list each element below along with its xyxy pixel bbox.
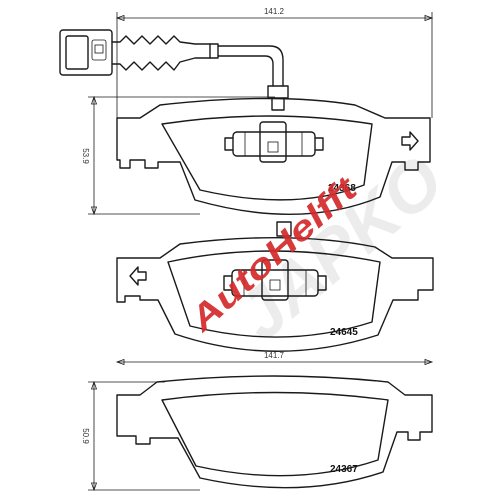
part-number-top: 24368 xyxy=(328,183,356,194)
bottom-height-dimension: 50.9 xyxy=(81,380,200,492)
bottom-height-label: 50.9 xyxy=(81,428,90,444)
retaining-clip-top xyxy=(224,121,324,163)
top-width-dimension: 141.2 xyxy=(115,7,434,118)
bottom-width-dimension: 141.7 xyxy=(115,351,434,366)
top-height-dimension: 53.9 xyxy=(81,95,275,216)
bottom-width-label: 141.7 xyxy=(264,351,285,360)
brake-pad-middle: 24645 xyxy=(116,221,434,352)
top-width-label: 141.2 xyxy=(264,7,285,16)
retaining-clip-middle xyxy=(223,259,327,301)
part-number-middle: 24645 xyxy=(330,327,358,338)
part-number-bottom: 24367 xyxy=(330,464,358,475)
brake-pad-bottom: 24367 xyxy=(116,375,433,489)
top-height-label: 53.9 xyxy=(81,148,90,164)
direction-arrow-left-icon xyxy=(129,266,147,286)
direction-arrow-right-icon xyxy=(401,131,419,151)
brake-pad-top: 24368 xyxy=(116,97,431,215)
wear-sensor-connector xyxy=(59,29,289,111)
